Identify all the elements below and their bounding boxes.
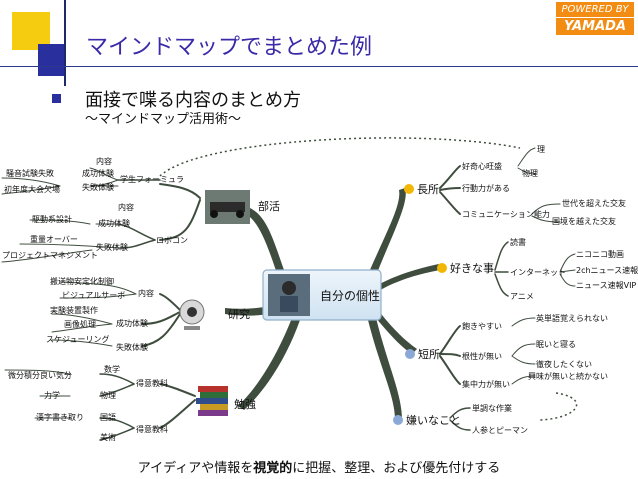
label-c-koudou: 行動力がある xyxy=(462,183,510,193)
caption-bold: 視覚的 xyxy=(253,461,293,476)
smiley-icon xyxy=(437,263,447,273)
label-r-shippai: 失敗体験 xyxy=(96,242,128,252)
label-s-dokusho: 読書 xyxy=(510,237,526,247)
label-s-internet: インターネット xyxy=(510,268,566,277)
center-node: 自分の個性 xyxy=(262,269,382,321)
powered-by-badge: POWERED BY YAMADA xyxy=(556,2,634,35)
subtitle-line1: 面接で喋る内容のまとめ方 xyxy=(85,90,301,111)
decor-vertical-line xyxy=(64,0,66,86)
branch-bukatsu: 部活 xyxy=(258,199,280,213)
caption: アイディアや情報を視覚的に把握、整理、および優先付けする xyxy=(0,457,638,476)
label-f-naiyou: 内容 xyxy=(96,156,112,166)
label-t-eitango: 英単語覚えられない xyxy=(536,313,608,323)
label-b-suugaku: 数学 xyxy=(104,364,120,374)
badge-line2: YAMADA xyxy=(556,18,634,35)
label-k-hansou: 搬送物安定化制御 xyxy=(50,276,114,286)
label-t-kyoumi: 興味が無いと続かない xyxy=(528,371,608,381)
sad-face-icon xyxy=(405,349,415,359)
label-k-visual: ビジュアルサーボ xyxy=(62,291,125,300)
label-b-kanji: 漢字書き取り xyxy=(36,412,84,422)
mind-map: 自分の個性 部活 研究 勉強 長所 好きな事 短所 嫌いなこと 学生フォー xyxy=(0,128,638,453)
tansho-node: 短所 xyxy=(405,347,440,361)
sad-face-icon xyxy=(393,415,403,425)
bukatsu-photo xyxy=(205,190,250,224)
label-b-tokui2: 得意教科 xyxy=(136,424,168,434)
label-b-bijutsu: 美術 xyxy=(100,432,116,442)
branch-benkyo: 勉強 xyxy=(234,397,256,411)
decor-blue-square xyxy=(38,44,64,76)
label-t-nemui: 眠いと寝る xyxy=(536,339,576,349)
label-r-project: プロジェクトマネジメント xyxy=(2,251,98,260)
label-s-2ch: 2chニュース速報 xyxy=(576,266,638,275)
label-b-kokugo: 国語 xyxy=(100,412,116,422)
label-k-jikken: 実験装置製作 xyxy=(50,305,98,315)
label-robocon: ロボコン xyxy=(156,236,188,245)
branch-kirainakoto: 嫌いなこと xyxy=(406,413,461,427)
relation-arrows xyxy=(159,137,578,421)
label-r-juuryou: 重量オーバー xyxy=(30,234,78,244)
label-f-shippai: 失敗体験 xyxy=(82,182,114,192)
label-k-gazou: 画像処理 xyxy=(64,319,96,329)
label-t-akiyasui: 飽きやすい xyxy=(462,321,502,331)
bullet-square xyxy=(52,94,61,103)
subtitle-line2: ～マインドマップ活用術～ xyxy=(85,112,242,127)
decor-yellow-square xyxy=(12,12,50,50)
label-k-naiyou: 内容 xyxy=(138,288,154,298)
branch-chousho: 長所 xyxy=(417,183,439,196)
main-branches xyxy=(225,188,440,420)
center-label: 自分の個性 xyxy=(320,289,380,303)
label-t-shuuchuu: 集中力が無い xyxy=(462,379,510,389)
caption-pre: アイディアや情報を xyxy=(137,461,254,476)
badge-line1: POWERED BY xyxy=(556,2,634,17)
label-b-rikigaku: 力学 xyxy=(44,390,60,400)
label-k-ninjin: 人参とピーマン xyxy=(472,425,528,435)
slide-title: マインドマップでまとめた例 xyxy=(86,35,373,60)
label-c-mono: 物理 xyxy=(522,168,538,178)
kirainakoto-node: 嫌いなこと xyxy=(393,413,461,427)
label-r-kudou: 駆動系設計 xyxy=(32,214,72,224)
label-r-naiyou: 内容 xyxy=(118,202,134,212)
label-f-kenshou: 騒音試験失敗 xyxy=(6,168,54,178)
branch-sukinakoto: 好きな事 xyxy=(450,261,494,275)
label-c-sedai: 世代を超えた交友 xyxy=(562,198,626,208)
smiley-icon xyxy=(404,184,414,194)
chousho-node: 長所 xyxy=(404,183,439,196)
sukinakoto-node: 好きな事 xyxy=(437,261,494,275)
sub-branches xyxy=(1,147,576,441)
label-c-koukishin: 好奇心旺盛 xyxy=(462,161,502,171)
label-gakusei-formula: 学生フォーミュラ xyxy=(120,174,184,184)
label-c-rika: 理 xyxy=(537,145,545,154)
label-s-nico: ニコニコ動画 xyxy=(576,250,624,259)
label-b-butsuri: 物理 xyxy=(100,390,116,400)
decor-horizontal-line xyxy=(0,66,638,67)
label-k-schedule: スケジューリング xyxy=(46,334,109,344)
label-b-bibun: 微分積分良い気分 xyxy=(8,370,72,380)
label-c-kokkyou: 国境を越えた交友 xyxy=(552,216,616,226)
label-s-anime: アニメ xyxy=(510,292,534,301)
label-s-newsvip: ニュース速報VIP xyxy=(576,281,636,290)
label-t-konki: 根性が無い xyxy=(462,351,502,361)
caption-post: に把握、整理、および優先付けする xyxy=(292,461,501,476)
label-c-comm: コミュニケーション能力 xyxy=(462,209,550,219)
label-k-seikou: 成功体験 xyxy=(116,318,148,328)
label-b-tokui1: 得意教科 xyxy=(136,378,168,388)
label-t-tetsuya: 徹夜したくない xyxy=(536,359,592,369)
mind-map-svg: 自分の個性 部活 研究 勉強 長所 好きな事 短所 嫌いなこと 学生フォー xyxy=(1,137,638,442)
label-f-shodo: 初年度大会欠場 xyxy=(4,184,60,194)
label-k-shippai: 失敗体験 xyxy=(116,342,148,352)
webcam-icon xyxy=(179,299,205,330)
label-k-tanchou: 単調な作業 xyxy=(472,403,512,413)
label-f-seikou: 成功体験 xyxy=(82,168,114,178)
branch-kenkyu: 研究 xyxy=(228,307,250,321)
branch-tansho: 短所 xyxy=(418,347,440,361)
books-icon xyxy=(196,386,228,416)
label-r-seikou: 成功体験 xyxy=(98,218,130,228)
